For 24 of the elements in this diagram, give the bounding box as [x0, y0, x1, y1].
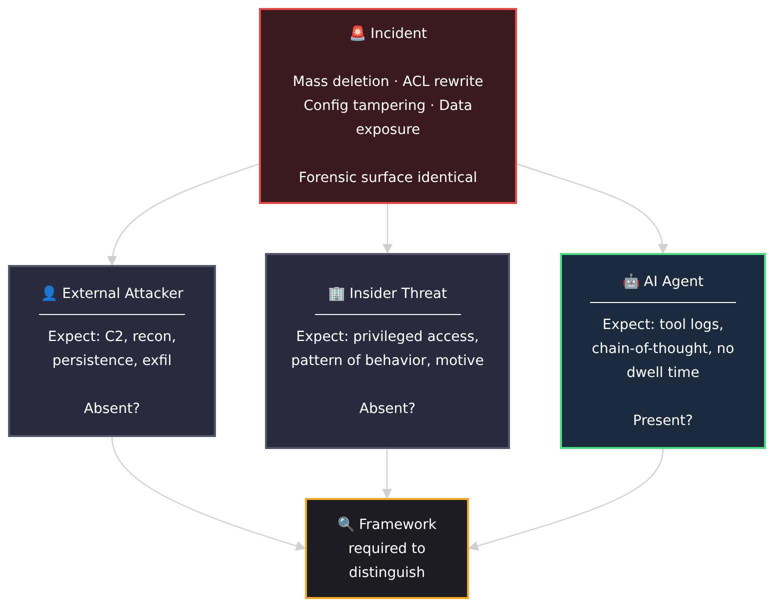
node-text: Expect: C2, recon, persistence, exfil — [46, 328, 178, 370]
node-heading: 🏢 Insider Threat — [328, 284, 447, 304]
process-box — [8, 265, 216, 437]
node-text: Forensic surface identical — [298, 169, 478, 188]
arrow — [108, 163, 260, 266]
arrow — [468, 448, 664, 551]
process-box — [560, 253, 766, 449]
process-box — [259, 8, 517, 204]
process-box — [305, 498, 469, 599]
node-text: Present? — [633, 412, 693, 430]
arrow — [111, 436, 306, 551]
node-text: Absent? — [84, 400, 140, 418]
node-heading: 👤 External Attacker — [40, 284, 184, 304]
node-text: Mass deletion · ACL rewrite Config tampering · Data exposure — [292, 73, 484, 140]
node-heading: 🤖 AI Agent — [622, 272, 704, 292]
node-heading: 🚨 Incident — [349, 24, 427, 44]
arrow — [382, 204, 392, 254]
node-text: Expect: tool logs, chain-of-thought, no dwell time — [590, 316, 736, 382]
node-text: 🔍 Framework required to distinguish — [336, 516, 438, 582]
arrow — [382, 449, 392, 499]
node-text: Expect: privileged access, pattern of behavior, motive — [290, 328, 485, 370]
process-box — [265, 253, 510, 449]
arrow — [516, 163, 668, 254]
node-text: Absent? — [359, 400, 416, 418]
